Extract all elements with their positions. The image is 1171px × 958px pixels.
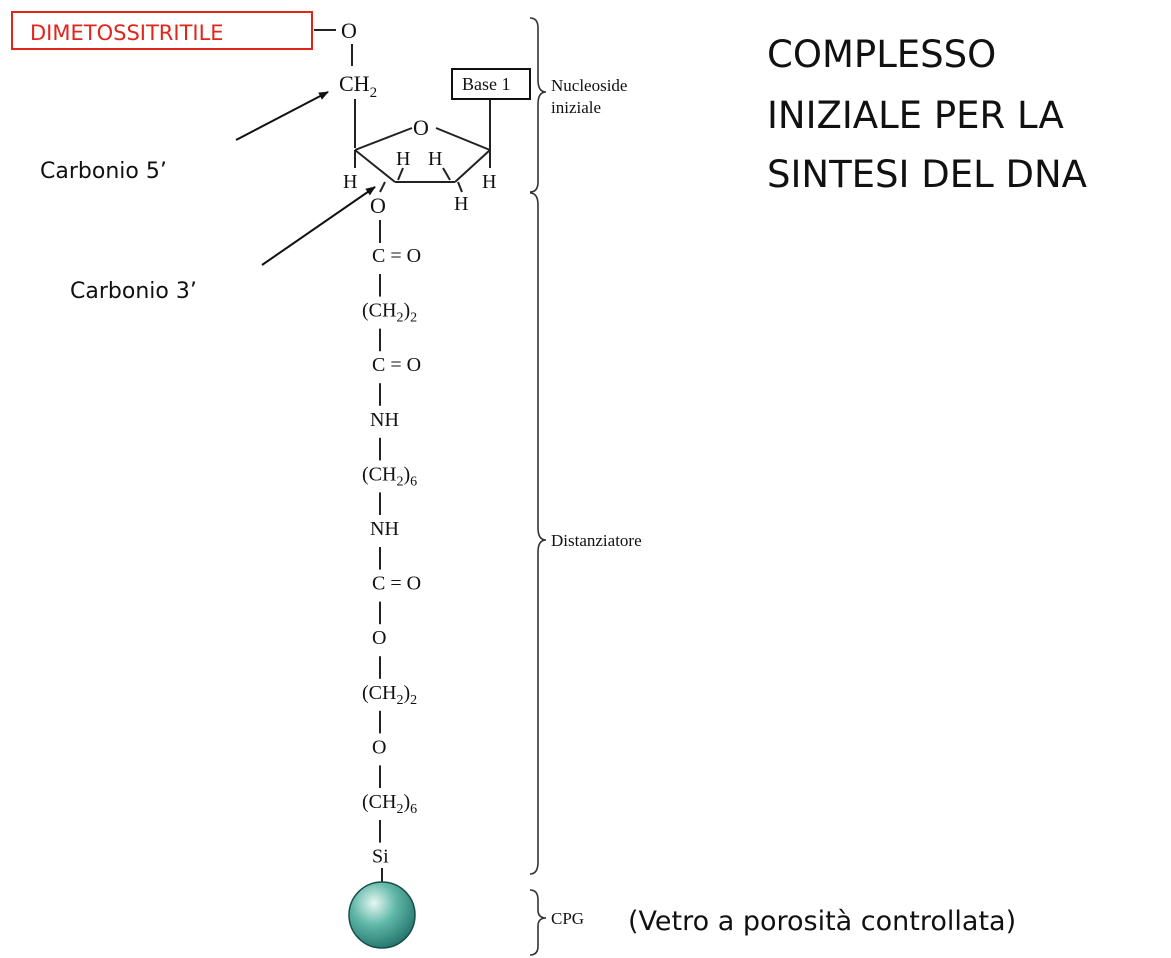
o3-atom: O	[370, 193, 386, 218]
chain-atom: C = O	[372, 354, 421, 376]
h-c2-down: H	[454, 193, 468, 215]
cpg-description: (Vetro a porosità controllata)	[628, 906, 1016, 937]
h-c1: H	[482, 171, 496, 193]
cpg-bead	[348, 881, 416, 949]
title-block: COMPLESSO INIZIALE PER LA SINTESI DEL DN…	[767, 33, 1087, 196]
h-c2-up: H	[428, 148, 442, 170]
chain-atom: (CH2)6	[362, 463, 417, 489]
bond-c2-h-up	[442, 167, 451, 181]
h-c4: H	[343, 171, 357, 193]
carbon3-arrow	[261, 186, 376, 266]
title-line-1: COMPLESSO	[767, 33, 996, 76]
bond-c3-c4	[354, 149, 396, 183]
nucleoside-ring: CH2 O H H H H H Base 1 O	[339, 44, 531, 218]
base-label: Base 1	[462, 74, 511, 94]
ch2-atom: CH2	[339, 71, 377, 101]
chain-atom: Si	[372, 846, 389, 868]
h-c3: H	[396, 148, 410, 170]
brace-spacer	[529, 192, 547, 875]
title-line-3: SINTESI DEL DNA	[767, 153, 1087, 196]
bond-c3-h	[397, 167, 404, 181]
dmt-label: DIMETOSSITRITILE	[30, 21, 224, 45]
chain-atom: O	[372, 627, 386, 649]
cpg-bead-group	[348, 868, 416, 949]
carbon-labels: Carbonio 5’ Carbonio 3’	[40, 91, 376, 304]
cpg-label: CPG	[551, 909, 584, 928]
base-box	[451, 68, 531, 100]
bond-c2-h-down	[457, 181, 463, 193]
brace-cpg	[529, 889, 547, 956]
chain-atom: NH	[370, 518, 399, 540]
carbon3-label: Carbonio 3’	[70, 279, 197, 304]
title-line-2: INIZIALE PER LA	[767, 94, 1064, 137]
chain-atom: (CH2)6	[362, 791, 417, 817]
chain-atom: NH	[370, 409, 399, 431]
carbon5-arrow	[235, 91, 329, 141]
dmt-box	[11, 11, 313, 50]
brace-nucleoside	[529, 17, 547, 193]
carbon5-label: Carbonio 5’	[40, 159, 167, 184]
spacer-label: Distanziatore	[551, 531, 642, 550]
braces: Nucleoside iniziale Distanziatore CPG	[529, 17, 642, 956]
o5-atom: O	[341, 18, 357, 43]
chain-atom: O	[372, 736, 386, 758]
nucleoside-label-1: Nucleoside	[551, 76, 627, 95]
ring-oxygen: O	[413, 115, 429, 140]
chain-atom: C = O	[372, 573, 421, 595]
chain-atom: (CH2)2	[362, 682, 417, 708]
chain-atom: (CH2)2	[362, 300, 417, 326]
chain-atom: C = O	[372, 245, 421, 267]
bond-c3-o3	[379, 181, 386, 193]
bond-o-c1	[435, 127, 491, 151]
nucleoside-label-2: iniziale	[551, 98, 601, 117]
dmt-group: DIMETOSSITRITILE O	[11, 11, 357, 50]
bond-c4-o	[354, 127, 413, 151]
bond-c1-c2	[454, 149, 491, 183]
